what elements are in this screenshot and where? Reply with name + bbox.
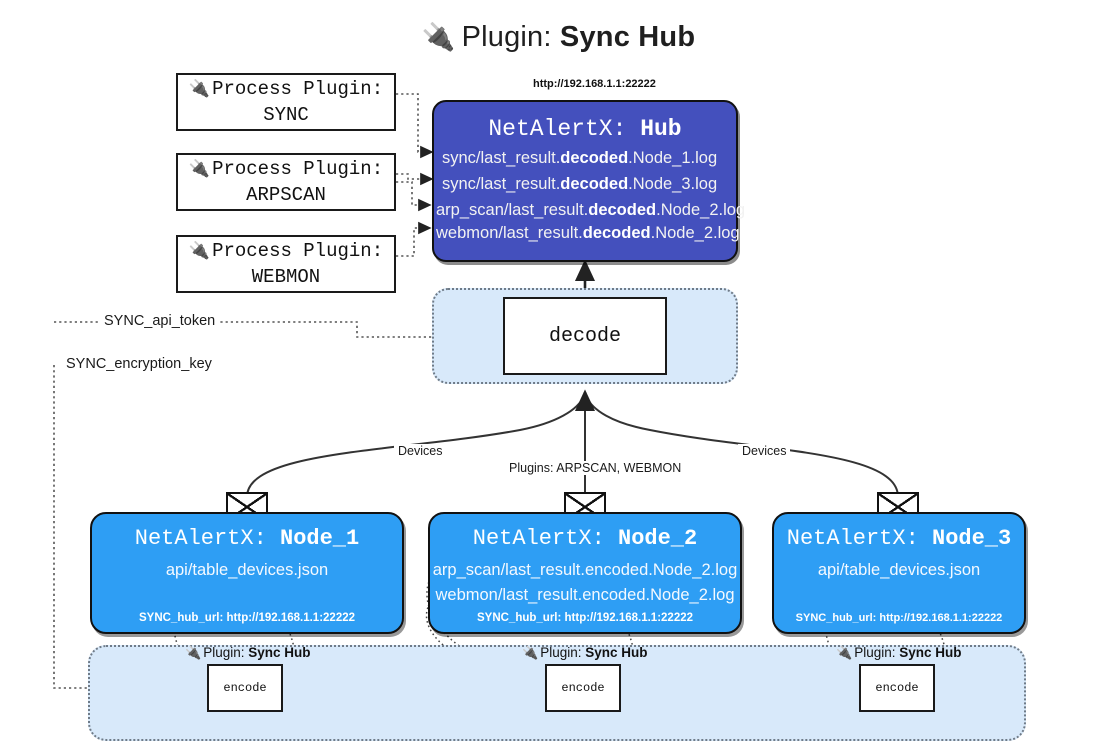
- process-plugin-label: Process Plugin:: [212, 240, 384, 262]
- hub-log-row: webmon/last_result.decoded.Node_2.log: [434, 224, 740, 243]
- node-artifact-line: api/table_devices.json: [817, 561, 981, 579]
- encoder-caption-name: Sync Hub: [248, 645, 311, 660]
- encoder-caption-1: 🔌Plugin: Sync Hub: [185, 645, 311, 661]
- encode-box-3[interactable]: encode: [859, 664, 935, 712]
- node-hub-url: SYNC_hub_url: http://192.168.1.1:22222: [138, 612, 356, 624]
- process-plugin-name: ARPSCAN: [246, 184, 326, 206]
- encoder-caption-name: Sync Hub: [585, 645, 648, 660]
- hub-log-post: .Node_2.log: [650, 224, 740, 242]
- encoder-caption-2: 🔌Plugin: Sync Hub: [522, 645, 648, 661]
- node-hub-url: SYNC_hub_url: http://192.168.1.1:22222: [476, 612, 694, 624]
- hub-title-prefix: NetAlertX:: [488, 116, 627, 142]
- hub-log-post: .Node_2.log: [656, 201, 746, 219]
- node-artifact-line: api/table_devices.json: [165, 561, 329, 579]
- edge-label-devices-right: Devices: [738, 444, 791, 458]
- node-box-2[interactable]: NetAlertX: Node_2 arp_scan/last_result.e…: [428, 512, 742, 634]
- plug-icon: 🔌: [188, 79, 211, 99]
- encode-box-1[interactable]: encode: [207, 664, 283, 712]
- hub-log-pre: webmon/last_result.: [436, 224, 583, 242]
- hub-log-strong: decoded: [560, 175, 629, 193]
- node-title-name: Node_2: [618, 526, 698, 551]
- node-title-prefix: NetAlertX:: [134, 526, 267, 551]
- page-title-name: Sync Hub: [559, 21, 696, 53]
- encode-label: encode: [875, 681, 919, 695]
- plug-icon: 🔌: [185, 645, 202, 660]
- node-title-name: Node_3: [932, 526, 1012, 551]
- process-plugin-name: WEBMON: [251, 266, 321, 288]
- node-box-3[interactable]: NetAlertX: Node_3 api/table_devices.json…: [772, 512, 1026, 634]
- plug-icon: 🔌: [522, 645, 539, 660]
- process-plugin-arpscan[interactable]: 🔌Process Plugin: ARPSCAN: [176, 153, 396, 211]
- decode-label: decode: [548, 324, 621, 348]
- hub-log-strong: decoded: [588, 201, 657, 219]
- node-artifact-line: arp_scan/last_result.encoded.Node_2.log: [432, 561, 738, 579]
- process-plugin-label: Process Plugin:: [212, 78, 384, 100]
- encode-box-2[interactable]: encode: [545, 664, 621, 712]
- encoder-caption-prefix: Plugin:: [854, 645, 896, 660]
- page-title-prefix: Plugin:: [461, 21, 552, 53]
- encode-label: encode: [561, 681, 605, 695]
- process-plugin-sync[interactable]: 🔌Process Plugin: SYNC: [176, 73, 396, 131]
- hub-log-post: .Node_3.log: [628, 175, 718, 193]
- process-plugin-label: Process Plugin:: [212, 158, 384, 180]
- page-title: 🔌Plugin: Sync Hub: [0, 16, 1117, 58]
- node-box-1[interactable]: NetAlertX: Node_1 api/table_devices.json…: [90, 512, 404, 634]
- encoder-caption-3: 🔌Plugin: Sync Hub: [836, 645, 962, 661]
- hub-log-pre: arp_scan/last_result.: [436, 201, 589, 219]
- plug-icon: 🔌: [836, 645, 853, 660]
- encoder-caption-prefix: Plugin:: [540, 645, 582, 660]
- encoder-caption-prefix: Plugin:: [203, 645, 245, 660]
- process-plugin-name: SYNC: [263, 104, 309, 126]
- decode-box[interactable]: decode: [503, 297, 667, 375]
- hub-title: NetAlertX: Hub: [434, 116, 736, 142]
- plug-icon: 🔌: [421, 22, 456, 52]
- node-title-prefix: NetAlertX:: [786, 526, 919, 551]
- node-hub-url: SYNC_hub_url: http://192.168.1.1:22222: [795, 612, 1003, 624]
- hub-title-name: Hub: [640, 116, 682, 142]
- node-artifact-line: webmon/last_result.encoded.Node_2.log: [435, 586, 735, 604]
- plug-icon: 🔌: [188, 241, 211, 261]
- node-title: NetAlertX: Node_2: [430, 526, 740, 551]
- hub-box[interactable]: NetAlertX: Hub sync/last_result.decoded.…: [432, 100, 745, 262]
- node-title: NetAlertX: Node_3: [774, 526, 1024, 551]
- hub-log-strong: decoded: [582, 224, 651, 242]
- hub-log-post: .Node_1.log: [628, 149, 718, 167]
- edge-label-devices-left: Devices: [394, 444, 447, 458]
- encoder-caption-name: Sync Hub: [899, 645, 962, 660]
- edge-label-plugins-center: Plugins: ARPSCAN, WEBMON: [505, 461, 686, 475]
- hub-log-pre: sync/last_result.: [442, 149, 561, 167]
- hub-log-row: arp_scan/last_result.decoded.Node_2.log: [434, 201, 745, 220]
- sync-encryption-key-label: SYNC_encryption_key: [62, 356, 216, 372]
- node-title-name: Node_1: [280, 526, 360, 551]
- hub-log-row: sync/last_result.decoded.Node_3.log: [434, 175, 736, 194]
- node-title: NetAlertX: Node_1: [92, 526, 402, 551]
- encode-label: encode: [223, 681, 267, 695]
- hub-log-pre: sync/last_result.: [442, 175, 561, 193]
- node-title-prefix: NetAlertX:: [472, 526, 605, 551]
- sync-api-token-label: SYNC_api_token: [100, 313, 220, 329]
- hub-log-strong: decoded: [560, 149, 629, 167]
- hub-url-label: http://192.168.1.1:22222: [533, 78, 656, 90]
- hub-log-row: sync/last_result.decoded.Node_1.log: [434, 149, 736, 168]
- process-plugin-webmon[interactable]: 🔌Process Plugin: WEBMON: [176, 235, 396, 293]
- plug-icon: 🔌: [188, 159, 211, 179]
